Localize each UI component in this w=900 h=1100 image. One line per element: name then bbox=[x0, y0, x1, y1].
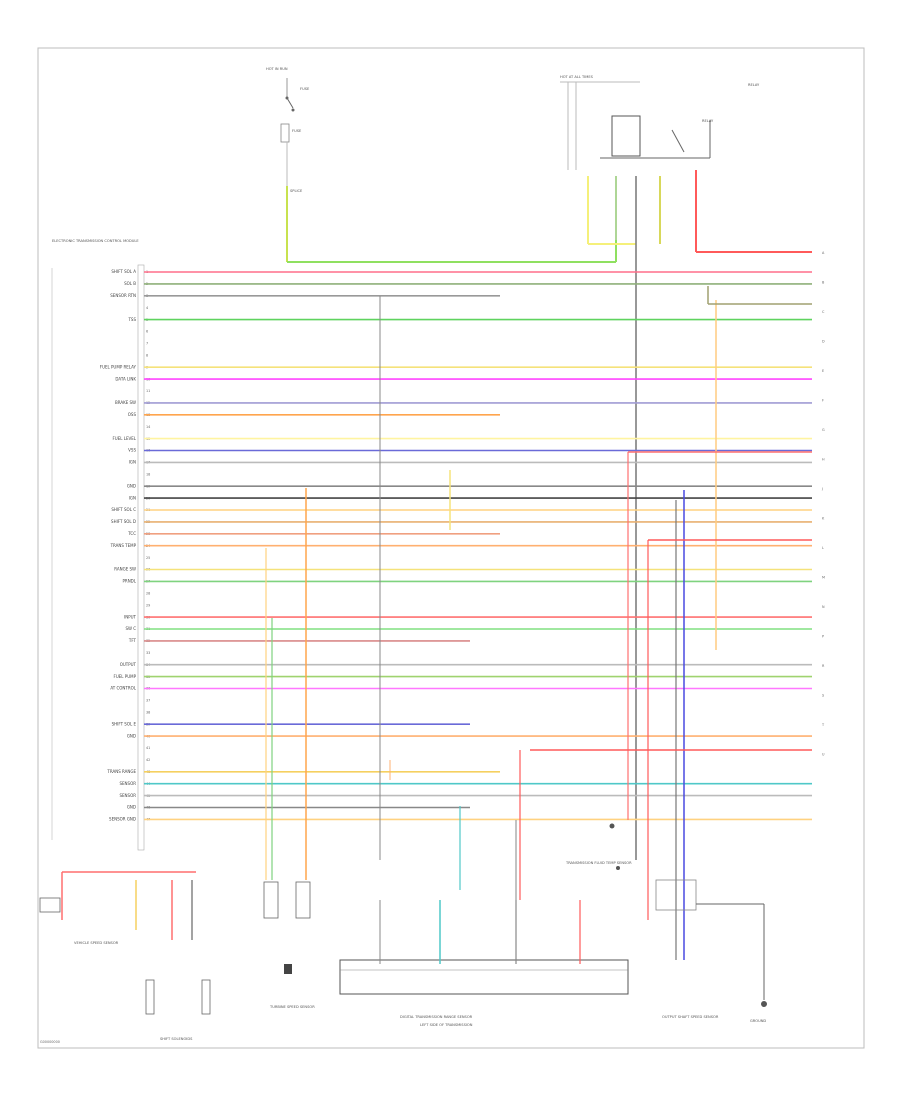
right-tag: C bbox=[822, 310, 825, 314]
pcm-pin-number: 42 bbox=[146, 758, 150, 762]
pcm-pin-label: VSS bbox=[128, 448, 136, 453]
hot-at-all-times-relay: HOT AT ALL TIMES RELAY RELAY bbox=[560, 75, 812, 860]
pcm-pin-label: TSS bbox=[127, 317, 136, 322]
right-tag: P bbox=[822, 635, 824, 639]
pcm-pin-label: IGN bbox=[129, 495, 136, 500]
right-tag: U bbox=[822, 753, 825, 757]
right-tag: S bbox=[822, 694, 824, 698]
relay-label: RELAY bbox=[702, 119, 714, 123]
pcm-pin-number: 6 bbox=[146, 330, 148, 334]
ground-label: GROUND bbox=[750, 1019, 766, 1023]
pcm-pin-number: 8 bbox=[146, 354, 148, 358]
pcm-pin-number: 33 bbox=[146, 651, 150, 655]
switch-note-1: FUSE bbox=[300, 87, 310, 91]
splice-note: SPLICE bbox=[290, 189, 303, 193]
fuse-note: FUSE bbox=[292, 129, 302, 133]
pcm-pin-number: 25 bbox=[146, 556, 150, 560]
right-tag: N bbox=[822, 605, 825, 609]
pcm-pin-label: OUTPUT bbox=[120, 662, 137, 667]
pcm-pin-label: PRNDL bbox=[123, 579, 137, 584]
right-tag: D bbox=[822, 340, 825, 344]
pcm-pin-label: SHIFT SOL E bbox=[112, 721, 137, 726]
pcm-pin-label: GND bbox=[127, 733, 136, 738]
shift-solenoid-connector: SHIFT SOLENOIDS bbox=[135, 880, 211, 1041]
pcm-pin-label: SENSOR bbox=[119, 793, 136, 798]
pcm-pin-label: RANGE SW bbox=[114, 567, 136, 572]
right-tag: E bbox=[822, 369, 824, 373]
pcm-pin-label: GND bbox=[127, 805, 136, 810]
pcm-pin-label: FUEL PUMP RELAY bbox=[100, 364, 137, 369]
right-tag: L bbox=[822, 546, 824, 550]
vertical-interconnects bbox=[265, 286, 812, 960]
turbine-speed-sensor: TURBINE SPEED SENSOR bbox=[263, 881, 315, 1009]
right-tag: A bbox=[822, 251, 825, 255]
pcm-pin-label: TRANS RANGE bbox=[106, 769, 136, 774]
pcm-pin-number: 28 bbox=[146, 592, 150, 596]
range-sensor-sub: LEFT SIDE OF TRANSMISSION bbox=[420, 1023, 473, 1027]
vehicle-speed-sensor: VEHICLE SPEED SENSOR bbox=[39, 871, 196, 945]
pcm-pin-label: TRANS TEMP bbox=[110, 543, 137, 548]
pcm-pin-label: GND bbox=[127, 483, 136, 488]
hot-in-run-switch: HOT IN RUN FUSE FUSE SPLICE bbox=[266, 67, 617, 263]
tft-label: TRANSMISSION FLUID TEMP SENSOR bbox=[565, 861, 632, 865]
shift-solenoid-label: SHIFT SOLENOIDS bbox=[160, 1037, 193, 1041]
pcm-pin-label: BRAKE SW bbox=[115, 400, 136, 405]
pcm-pin-number: 4 bbox=[146, 306, 148, 310]
pcm-pin-label: SW C bbox=[125, 626, 136, 631]
pcm-pin-label: SENSOR bbox=[119, 781, 136, 786]
right-tag: T bbox=[821, 723, 825, 727]
pcm-pin-label: SENSOR RTN bbox=[110, 293, 136, 298]
vss-label: VEHICLE SPEED SENSOR bbox=[74, 941, 119, 945]
right-tag: B bbox=[822, 281, 825, 285]
hot-at-all-times-label: HOT AT ALL TIMES bbox=[560, 75, 594, 79]
pcm-pin-number: 7 bbox=[146, 342, 148, 346]
pcm-pin-number: 18 bbox=[146, 473, 150, 477]
pcm-pin-number: 11 bbox=[146, 389, 150, 393]
hot-in-run-label: HOT IN RUN bbox=[266, 67, 288, 71]
pcm-pin-number: 41 bbox=[146, 746, 150, 750]
pcm-pin-label: FUEL LEVEL bbox=[112, 436, 136, 441]
page-border bbox=[37, 47, 865, 1049]
tss-label: TURBINE SPEED SENSOR bbox=[269, 1005, 315, 1009]
pcm-pin-label: OSS bbox=[128, 412, 137, 417]
pcm-wires bbox=[144, 271, 812, 821]
pcm-pin-label: TFT bbox=[128, 638, 137, 643]
pcm-pin-number: 37 bbox=[146, 699, 150, 703]
output-shaft-speed-sensor: OUTPUT SHAFT SPEED SENSOR bbox=[655, 879, 719, 1019]
tft-splice: TRANSMISSION FLUID TEMP SENSOR bbox=[565, 823, 632, 870]
pcm-pin-label: SHIFT SOL C bbox=[111, 507, 136, 512]
pcm-pin-label: DATA LINK bbox=[115, 376, 136, 381]
pcm-pin-label: SOL B bbox=[124, 281, 136, 286]
transmission-range-sensor: DIGITAL TRANSMISSION RANGE SENSOR LEFT S… bbox=[339, 900, 629, 1027]
pcm-pin-number: 14 bbox=[146, 425, 150, 429]
relay-note: RELAY bbox=[748, 83, 760, 87]
pcm-pin-label: SENSOR GND bbox=[109, 817, 136, 822]
pcm-pin-label: SHIFT SOL A bbox=[111, 269, 136, 274]
right-connector-tags: A B C D E F G H J K L M N P R S T U bbox=[821, 251, 825, 757]
pcm-pin-label: IGN bbox=[129, 460, 136, 465]
pcm-pin-label: TCC bbox=[127, 531, 136, 536]
pcm-pin-label: SHIFT SOL D bbox=[111, 519, 136, 524]
pcm-module: ELECTRONIC TRANSMISSION CONTROL MODULE 1… bbox=[51, 239, 812, 851]
right-tag: K bbox=[822, 517, 825, 521]
right-tag: G bbox=[822, 428, 825, 432]
pcm-pin-label: INPUT bbox=[124, 614, 137, 619]
right-tag: H bbox=[822, 458, 825, 462]
oss-label: OUTPUT SHAFT SPEED SENSOR bbox=[662, 1015, 719, 1019]
pcm-pin-label: FUEL PUMP bbox=[114, 674, 137, 679]
footer-code: G00000000 bbox=[40, 1040, 60, 1044]
right-tag: R bbox=[822, 664, 825, 668]
pcm-pin-number: 38 bbox=[146, 711, 150, 715]
right-tag: M bbox=[822, 576, 825, 580]
pcm-pin-number: 29 bbox=[146, 603, 150, 607]
pcm-pin-label: AT CONTROL bbox=[110, 686, 136, 691]
pcm-title: ELECTRONIC TRANSMISSION CONTROL MODULE bbox=[52, 239, 139, 243]
right-tag: F bbox=[822, 399, 824, 403]
pcm-pin-labels: 1SHIFT SOL A2SOL B3SENSOR RTN45TSS6789FU… bbox=[100, 269, 151, 821]
right-tag: J bbox=[821, 487, 823, 491]
range-sensor-label: DIGITAL TRANSMISSION RANGE SENSOR bbox=[400, 1015, 473, 1019]
ground-point: GROUND bbox=[696, 903, 767, 1023]
